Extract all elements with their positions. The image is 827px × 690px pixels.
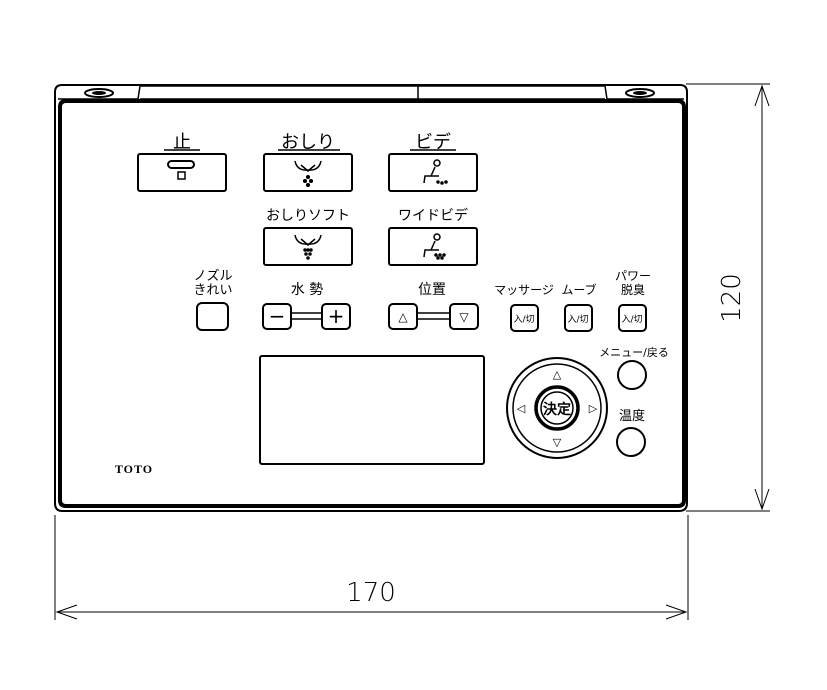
massage-on-off-label: 入/切 xyxy=(513,314,534,325)
bidet-label: ビデ xyxy=(415,132,451,153)
wide-bidet-seated-person-icon xyxy=(423,233,446,260)
power-deodorize-on-off-label: 入/切 xyxy=(621,314,642,325)
nozzle-clean-button[interactable]: ノズル きれい xyxy=(193,268,233,331)
power-deodorize-label-line1: パワー xyxy=(615,269,651,283)
power-deodorize-button[interactable]: パワー 脱臭 入/切 xyxy=(615,269,651,332)
oshiri-label: おしり xyxy=(281,132,335,153)
confirm-button[interactable]: 決定 xyxy=(534,385,580,431)
oshiri-button[interactable]: おしり xyxy=(263,132,353,192)
wide-bidet-button[interactable]: ワイドビデ xyxy=(388,207,478,266)
brand-logo: TOTO xyxy=(115,462,153,476)
temperature-button[interactable]: 温度 xyxy=(616,408,646,457)
menu-back-button[interactable]: メニュー/戻る xyxy=(599,346,669,390)
dpad-left-button[interactable]: ◁ xyxy=(517,402,526,415)
water-pressure-minus-button[interactable]: − xyxy=(262,303,292,330)
stop-indicator-icon xyxy=(167,160,195,169)
temperature-label: 温度 xyxy=(619,408,645,424)
position-up-button[interactable]: △ xyxy=(388,303,418,330)
stop-button[interactable]: 止 xyxy=(137,132,227,192)
dpad-down-button[interactable]: ▽ xyxy=(553,436,562,449)
move-button[interactable]: ムーブ 入/切 xyxy=(561,282,597,332)
oshiri-spray-icon xyxy=(294,160,322,188)
massage-label: マッサージ xyxy=(494,283,554,297)
bidet-button[interactable]: ビデ xyxy=(388,132,478,192)
dpad-right-button[interactable]: ▷ xyxy=(589,402,598,415)
dpad-up-button[interactable]: △ xyxy=(553,368,562,381)
minus-icon: − xyxy=(269,304,286,328)
width-dimension-label: 170 xyxy=(346,578,396,608)
water-pressure-plus-button[interactable]: + xyxy=(321,303,351,330)
move-label: ムーブ xyxy=(561,282,596,297)
lcd-display xyxy=(259,355,485,465)
oshiri-soft-label: おしりソフト xyxy=(266,208,350,224)
massage-button[interactable]: マッサージ 入/切 xyxy=(494,283,554,332)
plus-icon: + xyxy=(328,304,345,328)
position-label: 位置 xyxy=(418,282,446,298)
triangle-down-icon: ▽ xyxy=(459,310,469,324)
stop-label: 止 xyxy=(173,132,191,153)
nozzle-clean-label-line1: ノズル xyxy=(193,268,232,284)
screw-hole-left xyxy=(84,88,114,98)
menu-back-label: メニュー/戻る xyxy=(599,346,669,359)
wide-bidet-label: ワイドビデ xyxy=(398,207,468,224)
dimension-lines xyxy=(54,83,770,620)
directional-pad: △ ▽ ◁ ▷ 決定 xyxy=(506,357,608,459)
position-control: 位置 △ ▽ xyxy=(388,282,479,330)
water-pressure-label: 水 勢 xyxy=(291,282,323,298)
oshiri-soft-button[interactable]: おしりソフト xyxy=(263,208,353,266)
move-on-off-label: 入/切 xyxy=(567,314,588,325)
height-dimension-label: 120 xyxy=(717,273,747,323)
nozzle-clean-label-line2: きれい xyxy=(193,283,232,298)
position-down-button[interactable]: ▽ xyxy=(449,303,479,330)
power-deodorize-label-line2: 脱臭 xyxy=(621,282,645,297)
triangle-up-icon: △ xyxy=(398,310,408,324)
screw-hole-right xyxy=(625,88,655,98)
water-pressure-control: 水 勢 − + xyxy=(262,282,351,330)
confirm-label: 決定 xyxy=(543,401,571,418)
bidet-seated-person-icon xyxy=(423,159,448,185)
oshiri-soft-spray-icon xyxy=(294,234,322,260)
